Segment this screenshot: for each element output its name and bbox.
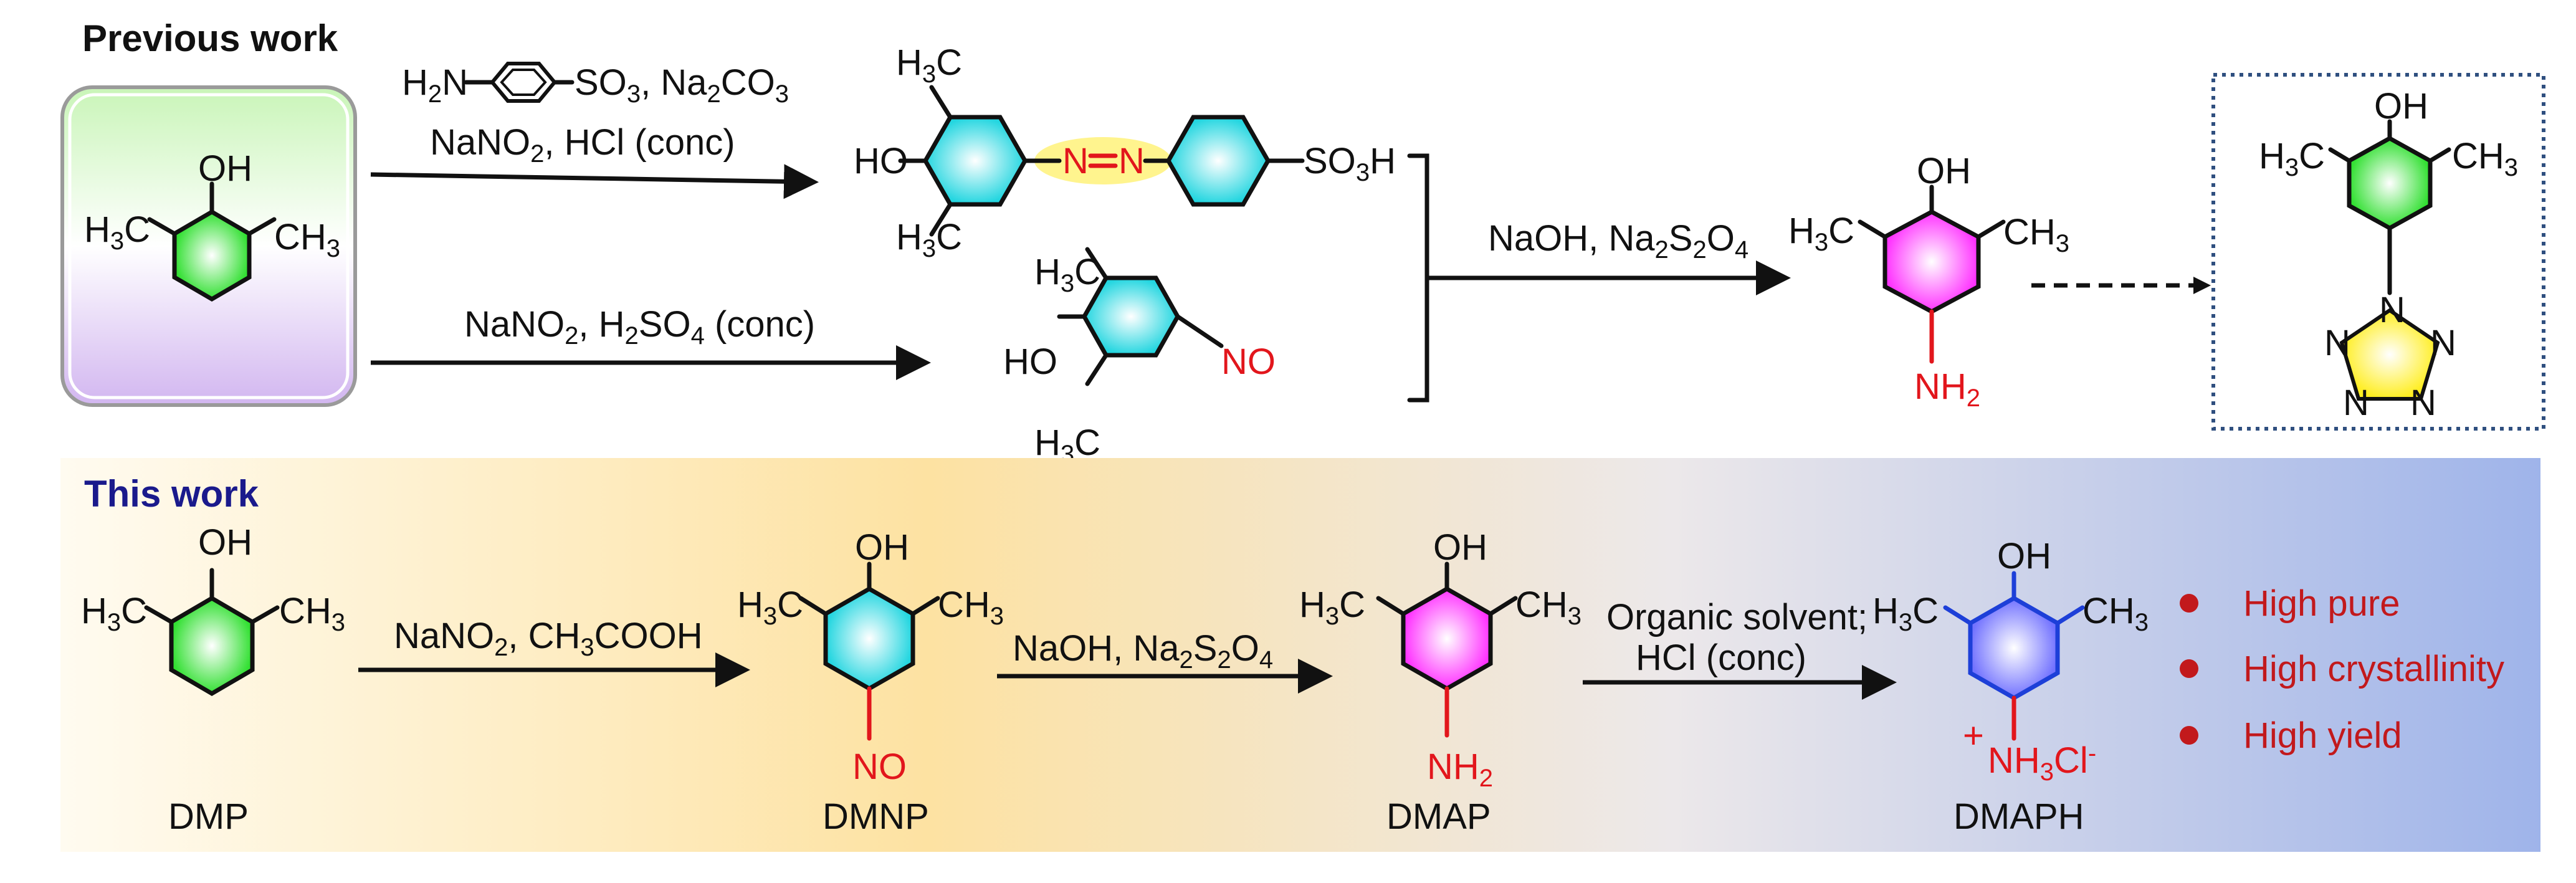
svg-text:CH3: CH3 — [938, 585, 1004, 630]
svg-text:HO: HO — [1003, 341, 1057, 382]
svg-text:H3C: H3C — [896, 217, 962, 262]
this-work-band — [60, 458, 2540, 852]
dmp-structure: OH H3C CH3 — [81, 522, 345, 697]
azo-intermediate: H3C H3C HO N N SO3H — [854, 42, 1396, 262]
svg-text:OH: OH — [1997, 536, 2051, 576]
svg-text:N: N — [1119, 141, 1145, 181]
svg-text:H2N: H2N — [402, 62, 468, 108]
this-work-title: This work — [84, 473, 259, 515]
svg-text:CH3: CH3 — [2452, 136, 2518, 181]
svg-text:H3C: H3C — [737, 585, 803, 630]
svg-text:OH: OH — [855, 527, 909, 568]
svg-text:CH3: CH3 — [2003, 212, 2069, 257]
dmap-structure: OH H3C CH3 NH2 — [1299, 527, 1581, 792]
svg-text:OH: OH — [2374, 86, 2428, 126]
svg-text:N: N — [2343, 383, 2369, 423]
svg-text:OH: OH — [1433, 527, 1487, 568]
svg-text:N: N — [2430, 323, 2456, 363]
step3-reagent-line1: Organic solvent; — [1606, 597, 1868, 637]
advantage-item: High crystallinity — [2243, 649, 2504, 689]
advantage-item: High pure — [2243, 583, 2400, 624]
svg-text:NH2: NH2 — [1914, 366, 1980, 412]
svg-text:H3C: H3C — [896, 42, 962, 88]
advantages-list: High pure High crystallinity High yield — [2180, 583, 2504, 756]
dmaph-structure: OH H3C CH3 + NH3Cl- — [1872, 536, 2149, 786]
bullet-icon — [2180, 594, 2198, 613]
svg-text:CH3: CH3 — [1515, 585, 1581, 630]
tetrazole-phenol-structure: OH H3C CH3 N N N N N — [2259, 86, 2518, 423]
svg-text:SO3H: SO3H — [1304, 141, 1396, 186]
tetrazole-target-box — [2211, 73, 2545, 431]
svg-text:N: N — [2379, 290, 2405, 330]
top-route-reagent-2: NaNO2, HCl (conc) — [430, 122, 735, 168]
bottom-route-reagent: NaNO2, H2SO4 (conc) — [464, 304, 815, 350]
label-dmp: DMP — [168, 796, 249, 837]
svg-text:OH: OH — [1917, 151, 1971, 191]
svg-text:NO: NO — [1221, 341, 1276, 382]
svg-text:NH2: NH2 — [1427, 747, 1493, 792]
bullet-icon — [2180, 659, 2198, 678]
svg-text:N: N — [1062, 141, 1089, 181]
step2-reagent: NaOH, Na2S2O4 — [1013, 628, 1273, 674]
svg-text:H3C: H3C — [1788, 211, 1854, 256]
merge-bracket — [1407, 153, 1429, 403]
dmap-structure-previous: OH H3C CH3 NH2 — [1788, 151, 2069, 412]
label-dmaph: DMAPH — [1953, 796, 2084, 837]
svg-text:N: N — [2324, 323, 2350, 363]
nitroso-intermediate-previous: H3C H3C HO NO — [1003, 247, 1276, 468]
svg-text:H3C: H3C — [81, 591, 147, 636]
svg-text:OH: OH — [198, 148, 252, 189]
reduction-reagent-previous: NaOH, Na2S2O4 — [1488, 218, 1748, 264]
svg-text:NO: NO — [852, 747, 907, 787]
step3-reagent-line2: HCl (conc) — [1636, 637, 1806, 678]
advantage-item: High yield — [2243, 715, 2402, 756]
svg-text:H3C: H3C — [1034, 252, 1100, 297]
svg-text:SO3, Na2CO3: SO3, Na2CO3 — [575, 62, 789, 108]
svg-text:H3C: H3C — [1872, 591, 1939, 636]
top-route-arrow — [370, 164, 819, 199]
label-dmap: DMAP — [1386, 796, 1491, 837]
dmnp-structure: OH H3C CH3 NO — [737, 527, 1004, 787]
label-dmnp: DMNP — [823, 796, 929, 837]
svg-text:HO: HO — [854, 141, 908, 181]
svg-text:OH: OH — [198, 522, 252, 563]
svg-text:H3C: H3C — [2259, 136, 2325, 181]
svg-text:N: N — [2410, 383, 2436, 423]
svg-text:H3C: H3C — [84, 209, 150, 255]
sulfanilic-acid-reagent: H2N SO3, Na2CO3 — [402, 62, 789, 108]
svg-text:+: + — [1963, 715, 1984, 756]
previous-work-title: Previous work — [82, 17, 338, 59]
step1-reagent: NaNO2, CH3COOH — [394, 616, 703, 661]
bullet-icon — [2180, 726, 2198, 745]
